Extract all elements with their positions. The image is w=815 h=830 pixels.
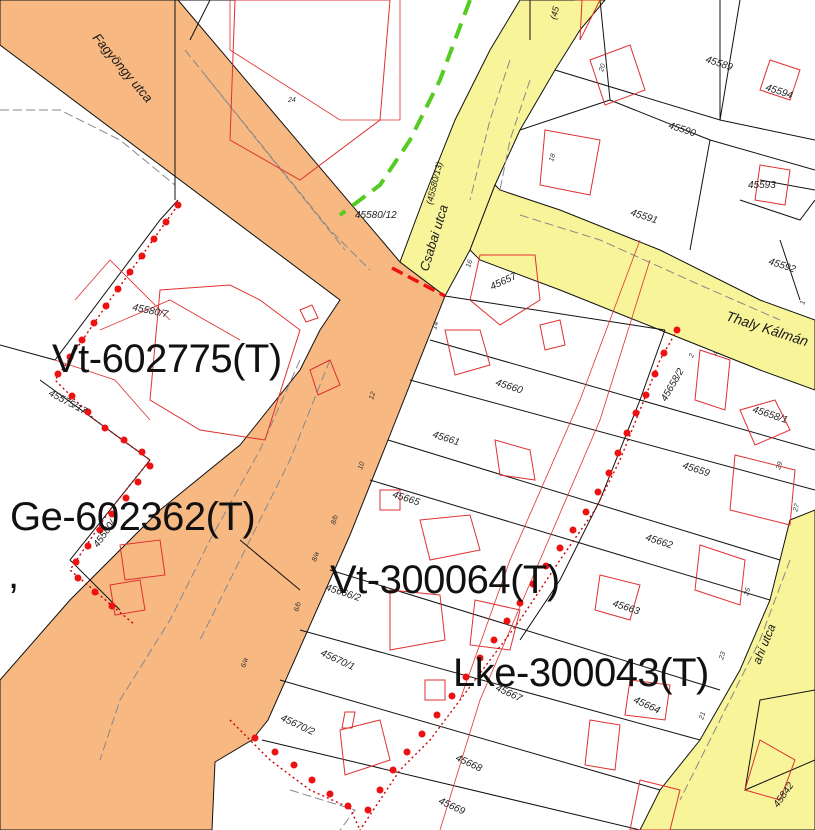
parcel-labels: 45589 45594 45590 45593 45591 45592 4558… [47,54,798,817]
street-top-code: (45 [548,4,561,20]
house-number: 23 [718,651,727,662]
parcel-label: 45594 [764,82,794,101]
parcel-label: 45661 [431,429,461,448]
parcel-label: 45659 [681,460,711,479]
house-number: 21 [698,711,707,722]
green-footpath [338,0,472,217]
zone-label-ge-602362: Ge-602362(T) [10,495,256,539]
house-number: 10 [357,461,366,471]
house-number: 14 [431,321,440,331]
parcel-label: 45664 [632,695,662,717]
parcel-label: 45658/2 [659,366,687,403]
house-number: 1 [799,300,807,306]
red-dashed-segment [391,266,446,298]
parcel-label: 45593 [748,180,776,191]
zone-label-vt-602775: Vt-602775(T) [52,337,282,381]
house-number: 2 [688,353,696,360]
zone-label-lke-300043: Lke-300043(T) [453,651,709,695]
house-number: 18 [548,153,557,163]
zone-label-vt-300064: Vt-300064(T) [330,558,560,602]
parcel-label: 45591 [629,207,659,226]
parcel-label: 45665 [391,489,421,508]
house-number: 4 [712,351,720,357]
fagyongy-utca-road [0,0,446,830]
parcel-label: 45658/1 [751,404,789,426]
parcel-label: 45670/2 [279,713,317,738]
house-number: 8/a [311,551,321,563]
parcel-label: 45590 [667,120,697,139]
parcel-label: 45662 [644,532,674,551]
zone-boundary-left [54,201,182,626]
parcel-label: 45657 [489,271,519,293]
thin-red-lines [54,0,651,830]
house-number: 27 [792,502,802,514]
house-number-labels: 24 20 18 16 14 12 10 8/b 8/a 6/b 6/a 2 4… [240,63,807,722]
house-number: 12 [368,391,377,401]
thaly-kalman-road [469,184,815,391]
buildings [109,0,801,830]
parcel-label: 45589 [704,54,734,73]
parcel-label: 45670/1 [319,648,356,673]
right-street-branch [744,689,815,791]
house-number: 6/b [293,601,303,613]
house-number: 29 [775,461,784,472]
stray-comma: , [8,553,19,597]
house-number: 24 [287,97,296,104]
house-number: 25 [743,587,752,598]
house-number: 8/b [330,514,340,526]
parcel-label: 45660 [494,377,524,396]
house-number: 16 [465,259,474,269]
house-number: 20 [598,63,607,74]
parcel-label: 45669 [437,796,467,818]
parcel-label: 45663 [611,598,641,617]
zone-boundary-right [229,326,681,830]
house-number: 6/a [240,657,250,669]
parcel-label: 45580/7 [131,302,169,320]
parcel-label: 45580/12 [355,210,397,221]
parcel-label: 45592 [767,256,797,275]
